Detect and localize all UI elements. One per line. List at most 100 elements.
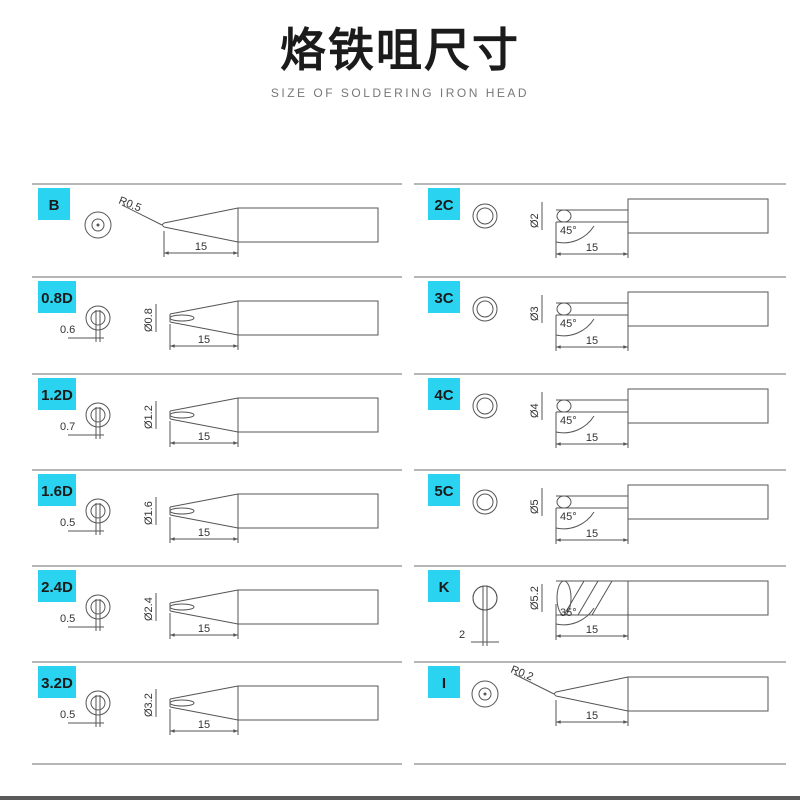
thickness-label: 0.6 (60, 324, 75, 336)
arrow-head (233, 729, 238, 733)
radius-leader (121, 204, 163, 226)
tip-code-badge (428, 666, 460, 698)
length-label: 15 (586, 432, 598, 444)
bottom-rule (0, 796, 800, 800)
front-view-inner-circle (472, 585, 498, 611)
conical-taper (162, 207, 239, 243)
diameter-label: Ø5 (529, 499, 541, 514)
flat-taper (169, 493, 239, 529)
tip-code-badge (428, 281, 460, 313)
front-view-inner-circle (90, 599, 106, 615)
flat-taper (169, 685, 239, 721)
tip-shank (237, 300, 379, 336)
length-label: 15 (198, 431, 210, 443)
arrow-head (623, 442, 628, 446)
bevel-face (556, 302, 572, 316)
angle-arc (555, 415, 595, 434)
page-title: 烙铁咀尺寸 (280, 23, 520, 77)
angle-label: 45° (560, 318, 577, 330)
tip-code-badge (38, 378, 76, 410)
tip-shank (237, 397, 379, 433)
tip-code-badge (38, 666, 76, 698)
thickness-label: 0.5 (60, 613, 75, 625)
diameter-label: Ø1.2 (143, 405, 155, 429)
arrow-head (556, 252, 561, 256)
knife-hatch (563, 580, 585, 616)
tip-code-badge (38, 188, 70, 220)
front-view-inner-circle (90, 407, 106, 423)
tip-shank (627, 198, 769, 234)
front-view-inner-circle (476, 207, 494, 225)
arrow-head (556, 442, 561, 446)
tip-shank (627, 388, 769, 424)
radius-label: R0.5 (117, 195, 143, 215)
front-view-inner-circle (90, 503, 106, 519)
tip-code-label: 1.2D (41, 387, 73, 404)
bevel-face (556, 495, 572, 509)
front-view-inner-circle (91, 218, 105, 232)
angle-label: 45° (560, 511, 577, 523)
front-view-outer-circle (85, 498, 111, 524)
arrow-head (170, 537, 175, 541)
flat-face (169, 699, 195, 707)
arrow-head (170, 633, 175, 637)
tip-code-badge (38, 281, 76, 313)
arrow-head (170, 729, 175, 733)
diameter-label: Ø5.2 (529, 586, 541, 610)
length-label: 15 (198, 334, 210, 346)
angle-arc (555, 511, 595, 530)
tip-code-label: 3C (434, 290, 453, 307)
front-view-outer-circle (85, 305, 111, 331)
flat-face (169, 314, 195, 322)
front-view-outer-circle (471, 680, 499, 708)
front-view-center-dot (483, 692, 487, 696)
diameter-label: Ø3.2 (143, 693, 155, 717)
angle-label: 35° (560, 607, 577, 619)
arrow-head (170, 441, 175, 445)
tip-code-label: 0.8D (41, 290, 73, 307)
tip-shank (237, 685, 379, 721)
diameter-label: Ø3 (529, 306, 541, 321)
tip-shank (627, 676, 769, 712)
front-view-inner-circle (90, 695, 106, 711)
length-label: 15 (586, 242, 598, 254)
front-view-outer-circle (85, 594, 111, 620)
tip-code-label: 5C (434, 483, 453, 500)
front-view-inner-circle (478, 687, 492, 701)
angle-arc (555, 318, 595, 337)
radius-leader (513, 673, 555, 695)
arrow-head (233, 441, 238, 445)
tip-neck (556, 495, 628, 509)
front-view-outer-circle (472, 203, 498, 229)
knife-hatch (577, 580, 599, 616)
bevel-face (556, 399, 572, 413)
arrow-head (164, 251, 169, 255)
arrow-head (556, 634, 561, 638)
length-label: 15 (586, 710, 598, 722)
angle-label: 45° (560, 415, 577, 427)
page-subtitle: SIZE OF SOLDERING IRON HEAD (270, 86, 530, 100)
length-label: 15 (586, 528, 598, 540)
tip-shank (237, 589, 379, 625)
front-view-center-dot (96, 223, 100, 227)
tip-code-label: I (442, 675, 446, 692)
tip-code-label: K (439, 579, 450, 596)
bevel-face (556, 209, 572, 223)
length-label: 15 (586, 624, 598, 636)
tip-neck (556, 399, 628, 413)
tip-code-label: 1.6D (41, 483, 73, 500)
angle-label: 45° (560, 225, 577, 237)
thickness-label: 0.5 (60, 709, 75, 721)
flat-taper (169, 589, 239, 625)
arrow-head (623, 345, 628, 349)
arrow-head (623, 538, 628, 542)
tip-code-badge (428, 378, 460, 410)
tip-shank (627, 291, 769, 327)
front-view-inner-circle (90, 310, 106, 326)
tip-row-i: IR0.215 (414, 661, 786, 726)
